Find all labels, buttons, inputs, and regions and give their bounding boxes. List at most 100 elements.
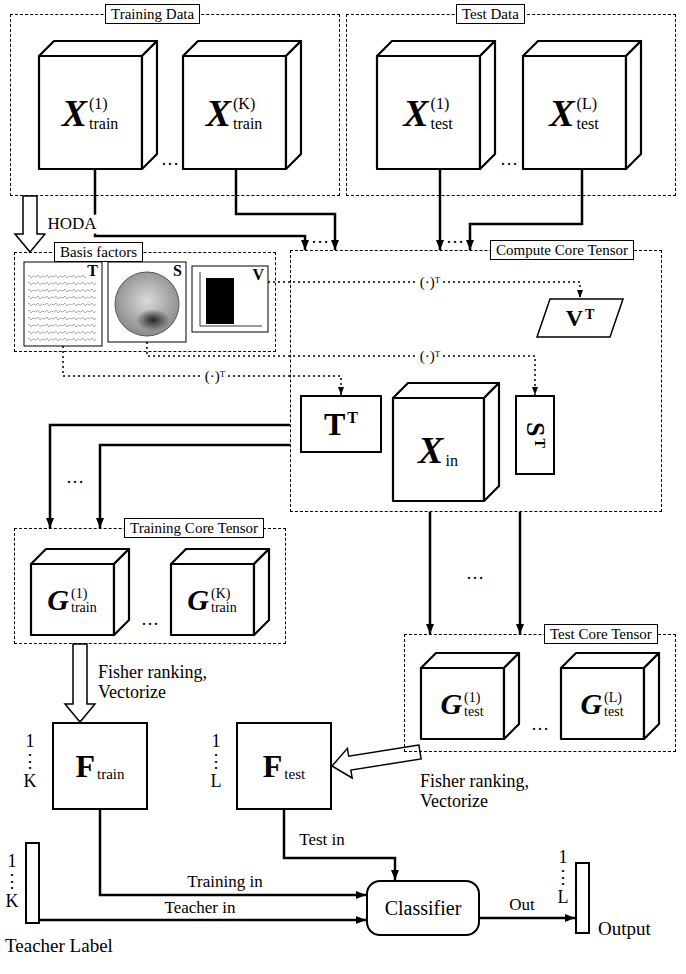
factor-image: T <box>24 262 102 346</box>
edge-label: Fisher ranking, Vectorize <box>96 663 260 703</box>
subscript: in <box>445 453 457 469</box>
spectral-factor-frame <box>192 266 268 332</box>
tensor-symbol: X <box>418 431 443 469</box>
symbol: G(L)test <box>560 668 644 740</box>
node-label: Classifier <box>368 882 478 934</box>
ellipsis: … <box>159 150 181 170</box>
tensor-symbol: G <box>47 585 69 615</box>
node-label: Output <box>598 919 651 940</box>
tensor-symbol: V <box>566 306 583 330</box>
matrix-box: ST <box>515 395 555 475</box>
symbol: ST <box>515 395 555 475</box>
ellipsis: … <box>498 150 520 170</box>
symbol: Xin <box>392 398 484 502</box>
subscript: train <box>89 116 118 132</box>
symbol: X(L)test <box>522 56 626 170</box>
superscript: (K) <box>233 96 262 112</box>
node-label: Teacher Label <box>5 936 113 957</box>
symbol: G(1)test <box>420 668 504 740</box>
edge-label: HODA <box>45 215 98 234</box>
group-title: Test Data <box>456 4 525 24</box>
subscript: test <box>464 705 483 719</box>
cube-outline <box>392 382 500 502</box>
superscript: (1) <box>89 96 118 112</box>
group-panel: Basis factorsTSV <box>14 252 276 352</box>
superscript: (1) <box>431 96 453 112</box>
group-title: Test Core Tensor <box>544 624 658 644</box>
subscript: train <box>97 767 125 782</box>
data-flow-arrow <box>470 170 582 250</box>
scalp-map <box>115 272 179 336</box>
symbol: X(1) train <box>38 56 142 170</box>
transpose-arrow <box>63 346 341 395</box>
data-flow-arrow <box>439 170 442 250</box>
factor-letter: T <box>86 263 99 279</box>
tensor-cube: G(K)train <box>170 548 270 636</box>
symbol: TT <box>300 395 382 453</box>
index-range: 1 ⋮ L <box>205 732 227 791</box>
tensor-symbol: X <box>403 94 428 132</box>
subscript: test <box>431 116 453 132</box>
edge-label: Training in <box>185 873 264 892</box>
tensor-symbol: G <box>580 689 602 719</box>
ellipsis: … <box>309 228 331 248</box>
tensor-symbol: X <box>206 94 231 132</box>
edge-label: Teacher in <box>162 899 237 918</box>
classifier-box: Classifier <box>366 880 480 936</box>
scalp-activity <box>136 309 170 331</box>
group-title: Basis factors <box>54 242 143 262</box>
edge-label: Out <box>507 896 537 915</box>
factor-image: V <box>192 266 268 332</box>
matrix-parallelogram: VT <box>536 298 624 338</box>
temporal-waveforms <box>28 272 96 342</box>
tensor-symbol: F <box>75 750 95 782</box>
symbol: X(1) test <box>376 56 480 170</box>
block-arrow <box>65 644 95 722</box>
data-flow-arrow <box>50 425 290 528</box>
subscript: test <box>284 767 305 782</box>
tensor-cube: G(L)test <box>560 652 660 740</box>
edge-label: (·)ᵀ <box>418 274 442 291</box>
ellipsis: … <box>529 715 551 735</box>
index-range: 1 ⋮ K <box>1 852 23 911</box>
group-panel: Compute Core TensorVTTTXinST <box>290 250 662 512</box>
edge-label: Test in <box>297 831 347 850</box>
ellipsis: … <box>64 468 86 488</box>
factor-image: S <box>108 262 186 342</box>
edge-label: Fisher ranking, Vectorize <box>418 772 582 812</box>
symbol: Ftrain <box>52 722 148 810</box>
index-range: 1 ⋮ L <box>552 848 574 907</box>
subscript: test <box>604 705 623 719</box>
tensor-cube: X(L)test <box>522 40 642 170</box>
block-arrow <box>15 196 45 252</box>
data-flow-arrow <box>40 919 366 922</box>
tensor-symbol: T <box>324 408 345 440</box>
superscript: (L) <box>604 691 623 705</box>
tensor-symbol: X <box>62 94 87 132</box>
tensor-symbol: G <box>440 689 462 719</box>
data-flow-arrow <box>100 810 366 895</box>
symbol: VT <box>536 298 624 338</box>
group-title: Compute Core Tensor <box>490 240 634 260</box>
temporal-factor-frame <box>24 262 102 346</box>
subscript: train <box>71 601 97 615</box>
subscript: train <box>233 116 262 132</box>
data-flow-arrow <box>100 445 290 528</box>
matrix-box: TT <box>300 395 382 453</box>
symbol: X(K) train <box>182 56 286 170</box>
index-range: 1 ⋮ K <box>19 732 41 791</box>
edge-label: (·)ᵀ <box>203 368 227 385</box>
group-title: Training Data <box>105 4 200 24</box>
data-flow-arrow <box>95 170 305 250</box>
factor-letter: V <box>251 267 265 283</box>
tensor-cube: G(1)train <box>30 548 130 636</box>
group-title: Training Core Tensor <box>124 518 264 538</box>
data-flow-arrow <box>519 512 522 634</box>
superscript: (L) <box>577 96 599 112</box>
tensor-cube: G(1)test <box>420 652 520 740</box>
subscript: test <box>577 116 599 132</box>
data-flow-arrow <box>236 170 335 250</box>
edge-label: (·)ᵀ <box>418 348 442 365</box>
superscript: T <box>347 410 358 426</box>
superscript: T <box>532 439 546 448</box>
